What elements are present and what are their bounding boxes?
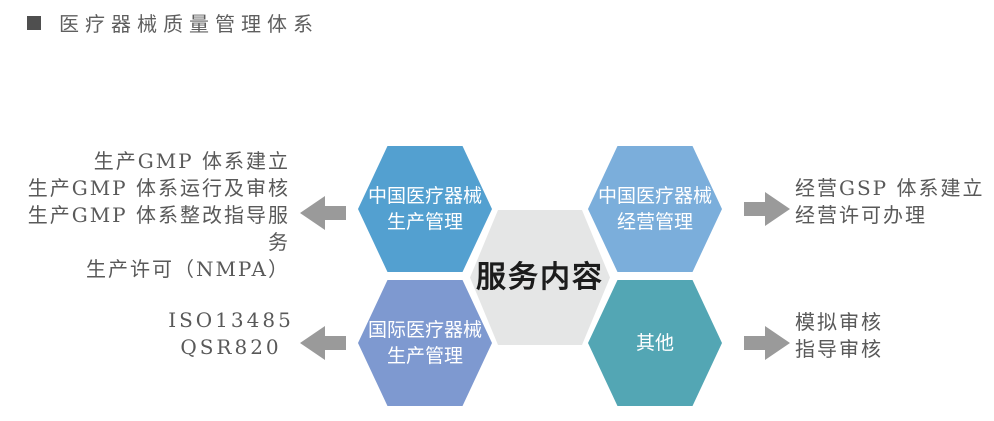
hexagon-label: 服务内容 [470, 210, 610, 345]
annotation-line: ISO13485 [168, 308, 294, 332]
hexagon-label-line: 生产管理 [386, 345, 463, 367]
hexagon-label-line: 生产管理 [386, 211, 463, 233]
hexagon-shape [588, 146, 722, 272]
hexagon-label-line: 经营管理 [616, 211, 693, 233]
annotation-line: 指导审核 [795, 337, 883, 361]
section-title-text: 医疗器械质量管理体系 [59, 12, 319, 36]
hexagon-label: 国际医疗器械 生产管理 [358, 280, 492, 406]
annotation-line: QSR820 [180, 335, 282, 359]
hexagon-label: 中国医疗器械 生产管理 [358, 146, 492, 272]
hexagon-label-line: 中国医疗器械 [597, 185, 712, 207]
hexagon-label: 中国医疗器械 经营管理 [588, 146, 722, 272]
hexagon-shape [470, 210, 610, 345]
hexagon-china-operation: 中国医疗器械 经营管理 [588, 146, 722, 272]
hexagon-shape [358, 280, 492, 406]
hexagon-international-production: 国际医疗器械 生产管理 [358, 280, 492, 406]
annotation-left-top: 生产GMP 体系建立 生产GMP 体系运行及审核 生产GMP 体系整改指导服务 … [6, 148, 290, 283]
hexagon-service-content: 服务内容 [470, 210, 610, 345]
hexagon-label-line: 服务内容 [476, 259, 604, 295]
annotation-right-bottom: 模拟审核 指导审核 [795, 309, 990, 363]
hexagon-shape [358, 146, 492, 272]
annotation-line: 生产GMP 体系整改指导服务 [27, 203, 290, 254]
annotation-left-bottom: ISO13485 QSR820 [131, 307, 331, 361]
hexagon-shape [588, 280, 722, 406]
hexagon-china-production: 中国医疗器械 生产管理 [358, 146, 492, 272]
annotation-line: 经营许可办理 [795, 203, 927, 227]
arrow-left-top-icon [300, 196, 346, 230]
annotation-line: 生产GMP 体系建立 [93, 149, 290, 173]
hexagon-label-line: 国际医疗器械 [367, 319, 482, 341]
annotation-line: 生产许可（NMPA） [85, 257, 290, 281]
hexagon-label-line: 中国医疗器械 [367, 185, 482, 207]
hexagon-other: 其他 [588, 280, 722, 406]
arrow-right-top-icon [744, 192, 790, 226]
section-title: 医疗器械质量管理体系 [27, 8, 319, 37]
title-bullet-icon [27, 15, 41, 30]
hexagon-label-line: 其他 [635, 332, 674, 354]
arrow-left-bottom-icon [300, 326, 346, 360]
annotation-line: 经营GSP 体系建立 [795, 176, 985, 200]
arrow-right-bottom-icon [744, 326, 790, 360]
hexagon-label: 其他 [588, 280, 722, 406]
annotation-line: 生产GMP 体系运行及审核 [27, 176, 290, 200]
annotation-right-top: 经营GSP 体系建立 经营许可办理 [795, 175, 990, 229]
annotation-line: 模拟审核 [795, 310, 883, 334]
